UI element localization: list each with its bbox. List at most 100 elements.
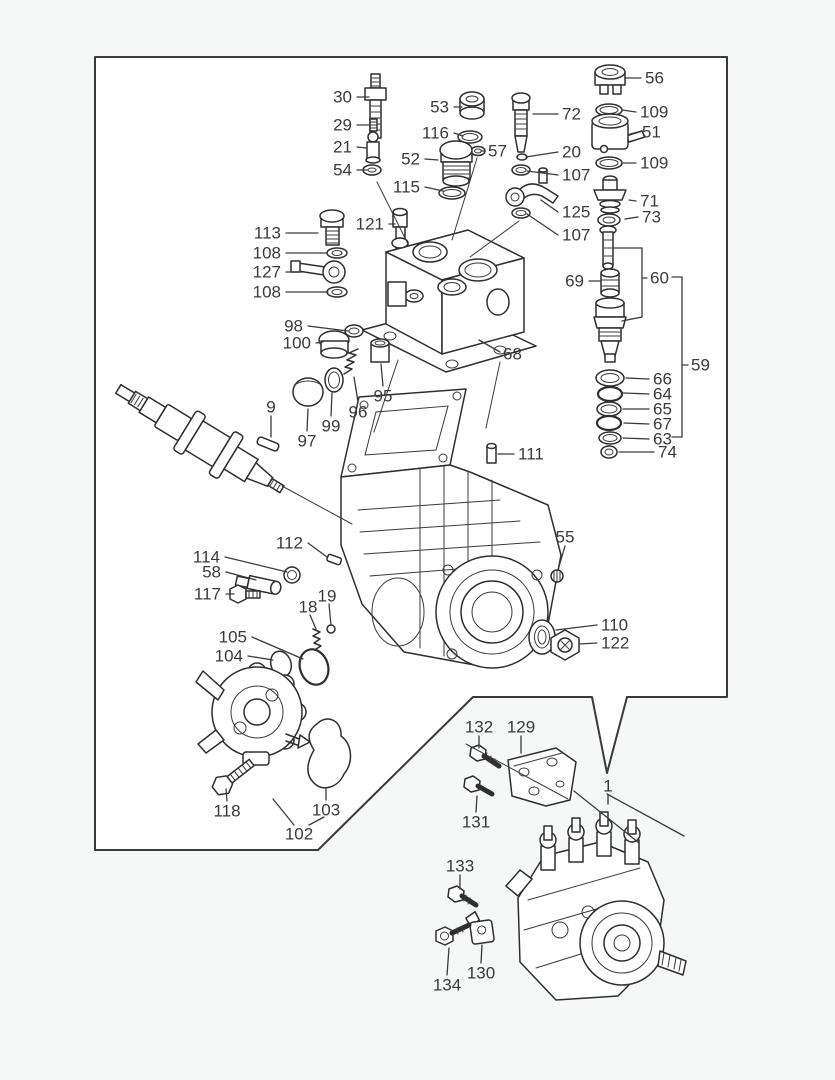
leader-line-66 — [625, 377, 650, 380]
callout-label-98: 98 — [284, 317, 303, 336]
part-oring-67 — [595, 414, 623, 432]
callout-label-109: 109 — [640, 103, 668, 122]
leader-line-98 — [307, 325, 349, 332]
leader-line-71 — [628, 199, 637, 202]
callout-label-108: 108 — [253, 244, 281, 263]
leader-line-109 — [621, 109, 637, 113]
leader-line-96 — [353, 376, 359, 403]
callout-label-116: 116 — [422, 124, 449, 143]
leader-line-125 — [540, 199, 559, 213]
callout-label-68: 68 — [503, 345, 522, 364]
leader-line-63 — [622, 437, 650, 440]
callout-label-21: 21 — [333, 138, 352, 157]
leader-line-95 — [380, 363, 384, 387]
part-washer-108b — [326, 286, 348, 298]
part-washer-98 — [344, 324, 364, 338]
callout-label-54: 54 — [333, 161, 352, 180]
part-grommet-74 — [600, 445, 618, 459]
callout-label-118: 118 — [213, 802, 240, 821]
part-feed-pump — [195, 662, 311, 766]
callout-label-125: 125 — [562, 203, 590, 222]
callout-label-131: 131 — [462, 813, 490, 832]
part-oring-116 — [457, 130, 483, 144]
part-pump-housing — [340, 388, 562, 669]
leader-line-20 — [525, 151, 559, 158]
leader-line-1 — [573, 790, 640, 844]
assembly-guide-bracket — [465, 743, 569, 800]
leader-line-118 — [225, 788, 228, 802]
part-pin-29 — [369, 118, 378, 132]
callout-label-104: 104 — [215, 647, 243, 666]
callout-label-109: 109 — [640, 154, 668, 173]
part-banjo-127 — [290, 260, 346, 284]
leader-line-112 — [307, 542, 328, 558]
leader-line-21 — [356, 146, 367, 149]
part-nozzle-71 — [593, 175, 627, 214]
part-sleeve-69 — [600, 268, 620, 298]
callout-label-113: 113 — [254, 224, 281, 243]
callout-label-130: 130 — [467, 964, 495, 983]
leader-line-102 — [272, 798, 295, 826]
callout-label-29: 29 — [333, 116, 352, 135]
part-screw-55 — [550, 569, 564, 583]
part-plug-53 — [459, 91, 485, 120]
callout-label-72: 72 — [562, 105, 581, 124]
callout-label-108: 108 — [253, 283, 281, 302]
part-washer-108a — [326, 247, 348, 259]
callout-label-132: 132 — [465, 718, 493, 737]
leader-line-67 — [623, 422, 650, 425]
part-cap-97 — [292, 377, 324, 407]
parts-artwork — [114, 64, 687, 1001]
callout-label-30: 30 — [333, 88, 352, 107]
callout-label-58: 58 — [202, 563, 221, 582]
leader-line-115 — [424, 186, 444, 192]
callout-label-60: 60 — [650, 269, 669, 288]
callout-label-9: 9 — [266, 398, 275, 417]
leader-line-114 — [224, 556, 288, 573]
callout-label-100: 100 — [283, 334, 311, 353]
callout-label-102: 102 — [285, 825, 313, 844]
callout-label-127: 127 — [253, 263, 281, 282]
callout-label-103: 103 — [312, 801, 340, 820]
callout-label-133: 133 — [446, 857, 474, 876]
part-woodruff-key-9 — [256, 436, 280, 452]
leader-line-52 — [424, 158, 439, 161]
callout-label-66: 66 — [653, 370, 672, 389]
part-valve-holder-60 — [599, 225, 617, 270]
part-bracket-129 — [507, 747, 577, 807]
part-washer-73 — [597, 213, 621, 227]
part-bolt-117 — [229, 584, 261, 604]
callout-label-110: 110 — [601, 616, 628, 635]
callout-label-107: 107 — [562, 226, 590, 245]
callout-label-117: 117 — [194, 585, 221, 604]
callout-label-53: 53 — [430, 98, 449, 117]
callout-label-19: 19 — [318, 587, 337, 606]
part-elbow-125 — [505, 167, 559, 207]
part-valve-72 — [511, 92, 531, 153]
callout-label-129: 129 — [507, 718, 535, 737]
callout-label-65: 65 — [653, 400, 672, 419]
part-hydraulic-head-68 — [361, 229, 537, 373]
callout-label-114: 114 — [193, 548, 220, 567]
part-bushing-95 — [370, 338, 390, 363]
callout-label-63: 63 — [653, 430, 672, 449]
leader-line-134 — [446, 947, 450, 976]
callout-layer: 3029215453116521155772201071251075610951… — [193, 69, 710, 995]
leader-line-97 — [306, 408, 309, 432]
leader-line-107 — [526, 170, 559, 176]
leader-line-107 — [526, 213, 559, 236]
part-spring-96 — [343, 348, 359, 375]
part-float-51 — [591, 113, 646, 154]
part-oring-19 — [326, 624, 336, 634]
leader-line-131 — [475, 795, 478, 813]
callout-label-121: 121 — [356, 215, 384, 234]
part-plug-52 — [439, 140, 473, 187]
leader-line-58 — [225, 571, 257, 581]
callout-label-96: 96 — [349, 403, 368, 422]
callout-label-57: 57 — [488, 142, 507, 161]
leader-line-110 — [555, 624, 598, 631]
part-pin-111 — [486, 442, 497, 464]
part-valve-21 — [365, 131, 381, 164]
callout-label-64: 64 — [653, 385, 672, 404]
